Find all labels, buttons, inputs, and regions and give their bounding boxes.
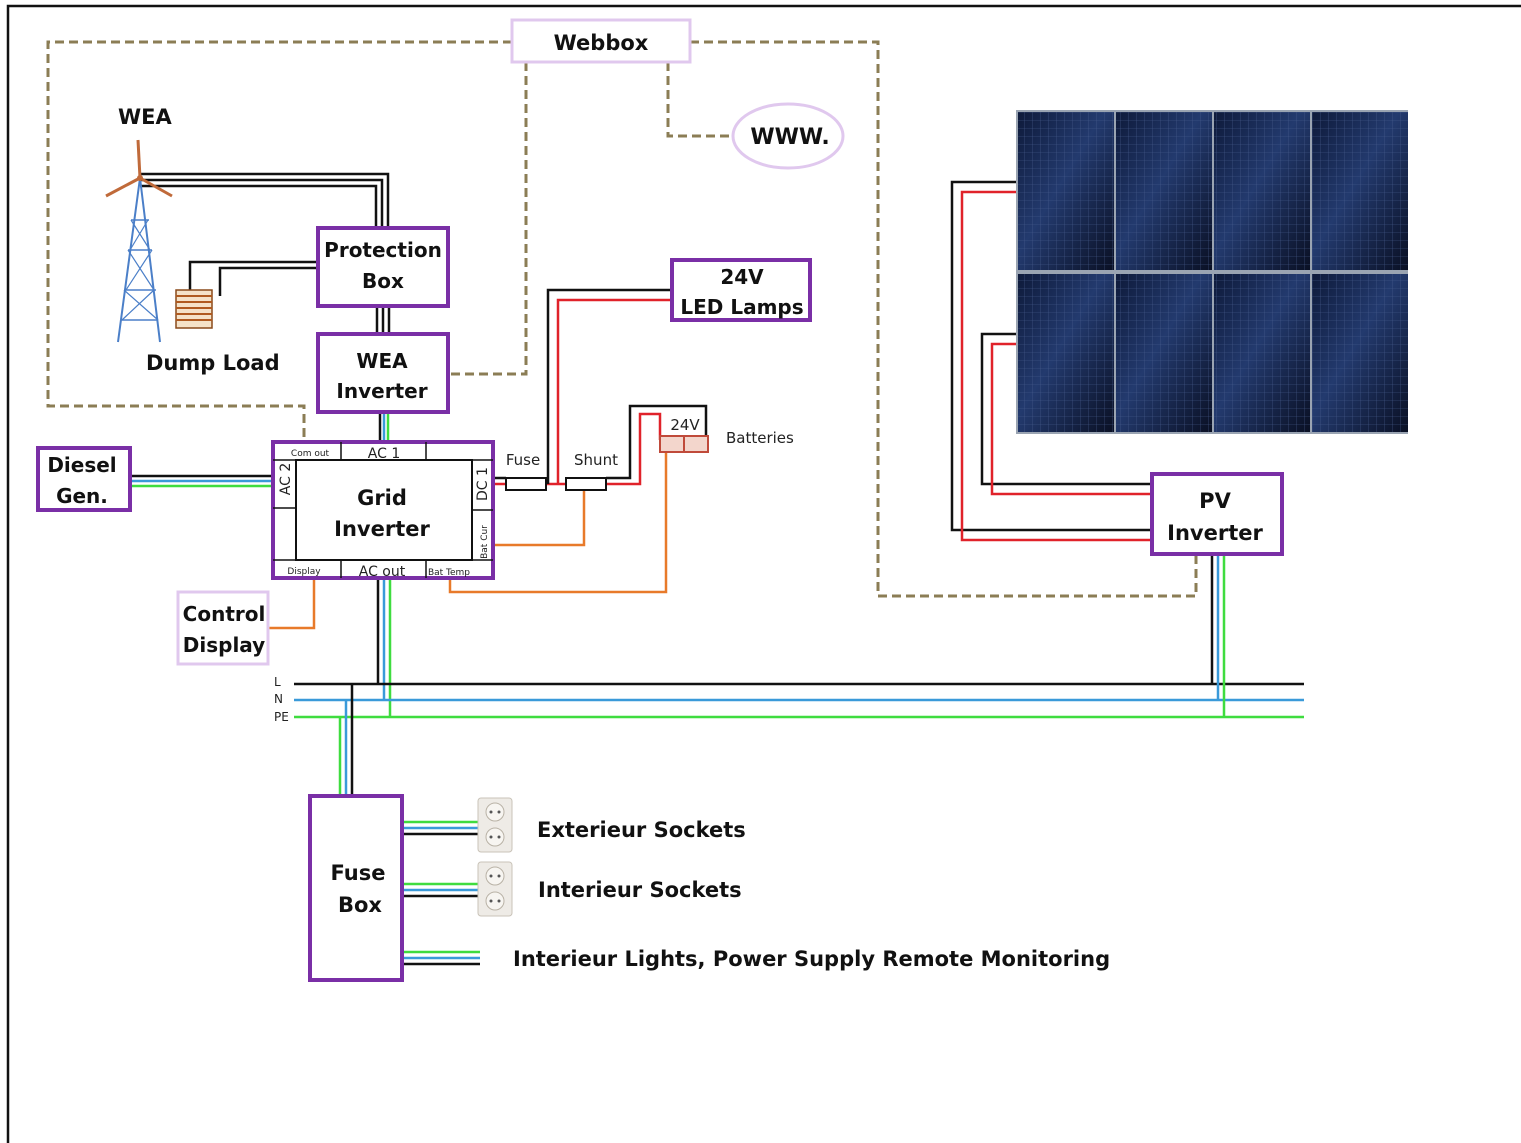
wire-wea-protection-1 [140, 172, 390, 228]
pv-inverter-line2: Inverter [1167, 521, 1263, 545]
wire-pv-string1-pos [960, 190, 1152, 542]
dump-load-label: Dump Load [146, 351, 280, 375]
wire-led-neg [546, 288, 672, 484]
solar-module-cells [1018, 274, 1114, 432]
protection-box-line2: Box [362, 269, 404, 293]
exterior-sockets-label: Exterieur Sockets [537, 818, 746, 842]
wire-pv-string2-pos [990, 342, 1152, 496]
port-dc1: DC 1 [475, 467, 491, 501]
control-line2: Display [183, 633, 265, 657]
power-socket-icon [477, 797, 513, 853]
outer-frame [6, 4, 1521, 1143]
wire-wea-protection-3 [140, 184, 378, 228]
wire-battery-neg [606, 404, 708, 480]
protection-box [316, 226, 450, 308]
www-label: WWW. [750, 125, 829, 150]
dump-load-coil-icon [175, 289, 213, 329]
port-bat-temp: Bat Temp [428, 568, 470, 578]
interior-lights-label: Interieur Lights, Power Supply Remote Mo… [513, 947, 1110, 971]
grid-inverter [271, 440, 495, 580]
internet-cloud [731, 102, 845, 170]
wire-led-pos [556, 298, 672, 484]
wire-dumpload-2 [218, 266, 318, 296]
fuse-box-line1: Fuse [331, 861, 386, 885]
solar-panel-icon [1016, 110, 1408, 434]
grid-inverter-line2: Inverter [334, 517, 430, 541]
wire-dumpload-1 [188, 260, 318, 296]
battery-icon [659, 435, 709, 453]
led-lamps-box [670, 258, 812, 322]
solar-module-cells [1116, 274, 1212, 432]
pv-inverter-box [1150, 472, 1284, 556]
solar-module-cells [1214, 112, 1310, 270]
wire-wea-protection-2 [140, 178, 384, 228]
batteries-label: Batteries [726, 429, 794, 447]
wire-bat-cur [494, 488, 586, 547]
led-line1: 24V [720, 265, 764, 289]
protection-box-line1: Protection [324, 238, 442, 262]
grid-inverter-line1: Grid [357, 486, 407, 510]
wea-inverter-line1: WEA [356, 349, 408, 373]
dc-fuse [505, 477, 547, 491]
solar-module-cells [1312, 274, 1408, 432]
webbox [510, 18, 692, 64]
data-link-webbox-grid-inverter [46, 40, 512, 440]
bus-n-label: N [274, 692, 283, 706]
diesel-generator-box [36, 446, 132, 512]
wea-inverter-line2: Inverter [336, 379, 427, 403]
grid-inverter-inner [295, 459, 473, 561]
solar-module-cells [1018, 112, 1114, 270]
control-line1: Control [183, 602, 266, 626]
wea-inverter-box [316, 332, 450, 414]
webbox-label: Webbox [554, 31, 649, 55]
wire-pv-string2-neg [980, 332, 1152, 486]
fuse-box-line2: Box [338, 893, 382, 917]
dc-shunt [565, 477, 607, 491]
power-socket-icon [477, 861, 513, 917]
port-ac1: AC 1 [368, 446, 400, 462]
data-link-webbox-wea-inverter [450, 62, 528, 376]
solar-module-cells [1214, 274, 1310, 432]
interior-sockets-label: Interieur Sockets [538, 878, 742, 902]
bus-pe-label: PE [274, 710, 289, 724]
battery-voltage: 24V [670, 416, 700, 434]
grid-inverter-port-dividers [273, 442, 493, 578]
control-display-box [176, 590, 270, 666]
port-ac2: AC 2 [278, 463, 294, 495]
shunt-label: Shunt [574, 451, 618, 469]
solar-module-cells [1312, 112, 1408, 270]
data-link-webbox-pv-inverter [690, 40, 1198, 598]
wind-turbine-icon [105, 139, 173, 343]
port-display: Display [287, 567, 321, 577]
wire-pv-string1-neg [950, 180, 1152, 532]
port-ac-out: AC out [359, 564, 406, 580]
bus-l-label: L [274, 675, 281, 689]
port-bat-cur: Bat Cur [480, 525, 490, 559]
wire-shunt-battery-pos [606, 412, 662, 486]
solar-module-cells [1116, 112, 1212, 270]
fuse-box [308, 794, 404, 982]
fuse-label: Fuse [506, 451, 540, 469]
led-line2: LED Lamps [680, 295, 803, 319]
port-com-out: Com out [291, 449, 330, 459]
diesel-line2: Gen. [56, 484, 108, 508]
wire-control-display [268, 578, 316, 630]
wire-bat-temp [448, 452, 668, 594]
wea-label: WEA [118, 105, 173, 129]
diesel-line1: Diesel [47, 453, 116, 477]
data-link-webbox-www [666, 62, 732, 138]
pv-inverter-line1: PV [1199, 489, 1231, 513]
